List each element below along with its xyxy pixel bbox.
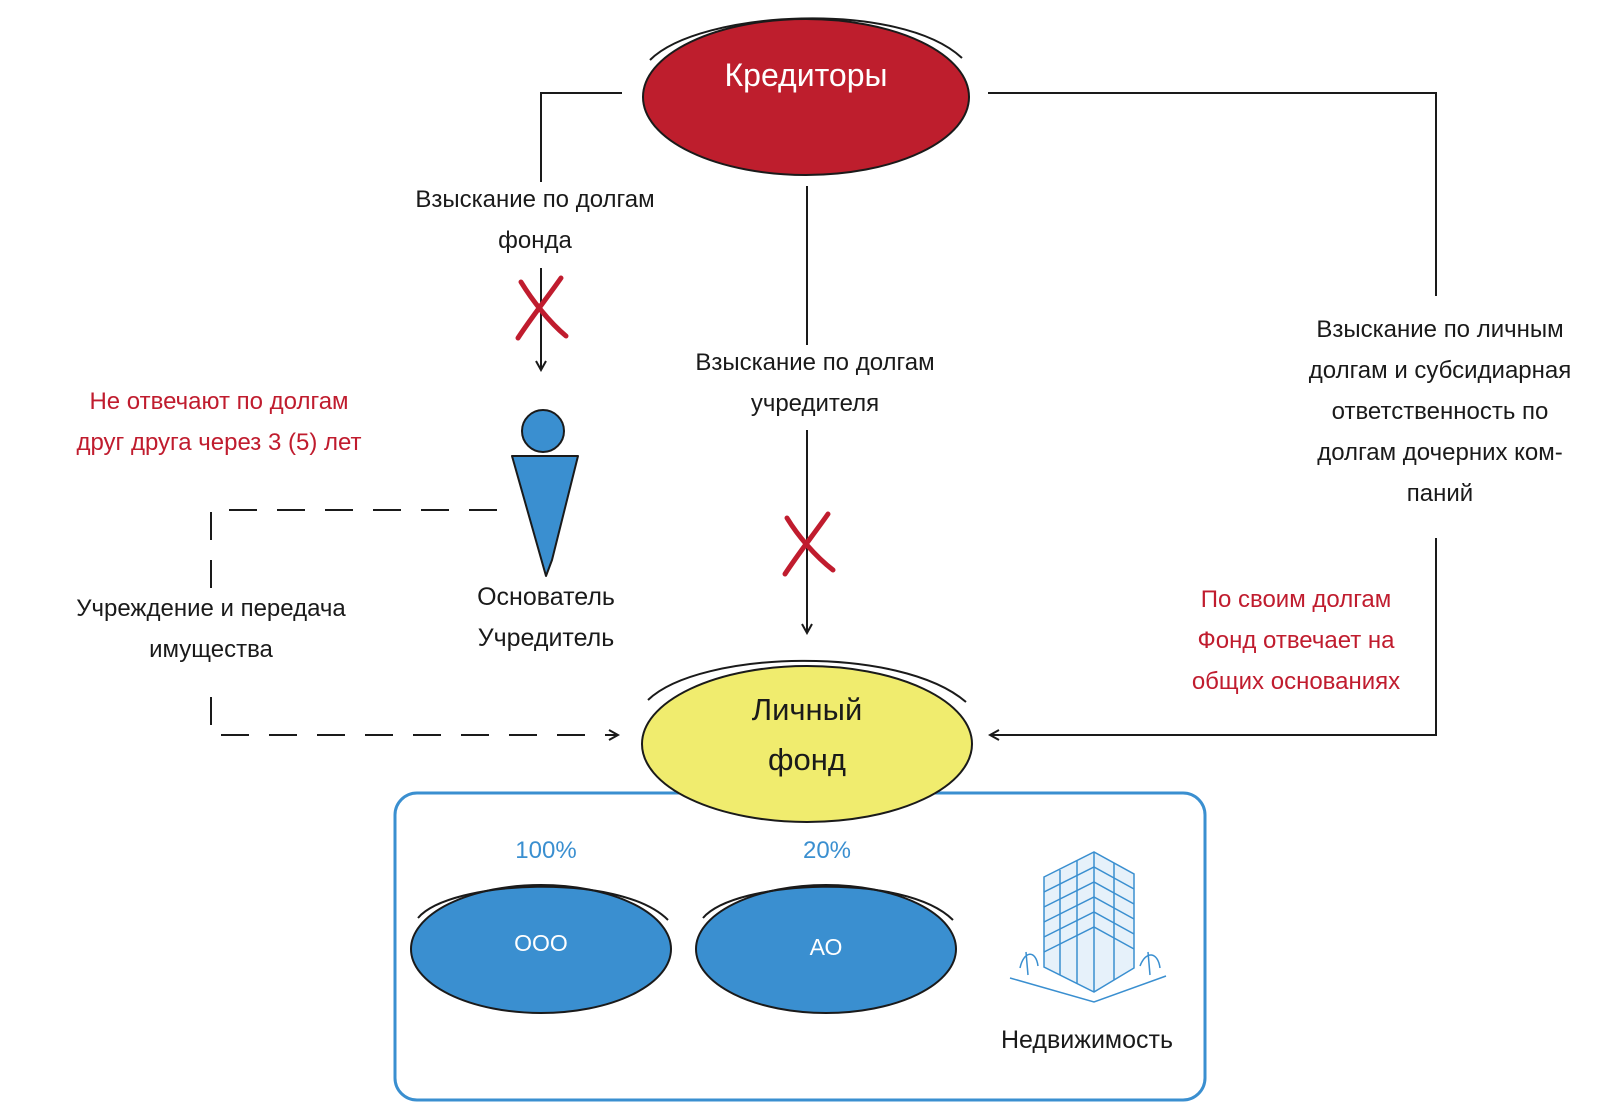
- personal-debts-line-top: [988, 92, 1437, 296]
- creditors-node: Кредиторы: [642, 17, 970, 176]
- fund-label-line2: фонд: [768, 742, 846, 777]
- no-liability-note: Не отвечают по долгам друг друга через 3…: [76, 388, 361, 456]
- fund-debts-line2: фонда: [498, 227, 572, 254]
- person-icon: [511, 409, 579, 577]
- connectors: [210, 92, 1437, 735]
- jsc-label: АО: [810, 934, 843, 960]
- founder-debts-label: Взыскание по долгам учредителя: [695, 349, 934, 417]
- fund-debts-line-top: [540, 92, 622, 182]
- own-debts-line1: По своим долгам: [1201, 586, 1392, 613]
- realty-label: Недвижимость: [1001, 1026, 1173, 1054]
- fund-debts-label: Взыскание по долгам фонда: [415, 186, 654, 254]
- no-liability-line2: друг друга через 3 (5) лет: [76, 429, 361, 456]
- personal-debts-line4: долгам дочерних ком-: [1317, 439, 1563, 466]
- jsc-share: 20%: [803, 837, 851, 864]
- creditors-label: Кредиторы: [725, 57, 888, 93]
- establishment-line1: Учреждение и передача: [76, 595, 346, 622]
- establishment-dash-top: [210, 509, 497, 588]
- jsc-node: АО: [695, 884, 957, 1014]
- personal-debts-arrow: [990, 538, 1437, 735]
- founder-label-line2: Учредитель: [478, 624, 615, 652]
- own-debts-line2: Фонд отвечает на: [1197, 627, 1395, 654]
- cross-icon: [515, 275, 569, 341]
- cross-icon: [782, 511, 836, 577]
- founder-debts-line2: учредителя: [751, 390, 879, 417]
- llc-node: ООО: [410, 884, 672, 1014]
- llc-label: ООО: [514, 930, 568, 956]
- establishment-line2: имущества: [149, 636, 273, 663]
- fund-debts-line1: Взыскание по долгам: [415, 186, 654, 213]
- personal-debts-line2: долгам и субсидиарная: [1309, 357, 1572, 384]
- establishment-dash-arrow: [210, 697, 618, 735]
- establishment-label: Учреждение и передача имущества: [76, 595, 346, 663]
- own-debts-note: По своим долгам Фонд отвечает на общих о…: [1192, 586, 1400, 695]
- no-liability-line1: Не отвечают по долгам: [89, 388, 348, 415]
- fund-label-line1: Личный: [752, 692, 863, 727]
- personal-debts-label: Взыскание по личным долгам и субсидиарна…: [1309, 316, 1572, 507]
- personal-debts-line1: Взыскание по личным: [1316, 316, 1563, 343]
- personal-debts-line3: ответственность по: [1332, 398, 1549, 425]
- personal-debts-line5: паний: [1407, 480, 1473, 507]
- fund-node: Личный фонд: [641, 659, 973, 823]
- building-icon: [1009, 851, 1167, 1003]
- founder-label-line1: Основатель: [477, 583, 615, 611]
- founder-debts-line1: Взыскание по долгам: [695, 349, 934, 376]
- own-debts-line3: общих основаниях: [1192, 668, 1400, 695]
- llc-share: 100%: [515, 837, 576, 864]
